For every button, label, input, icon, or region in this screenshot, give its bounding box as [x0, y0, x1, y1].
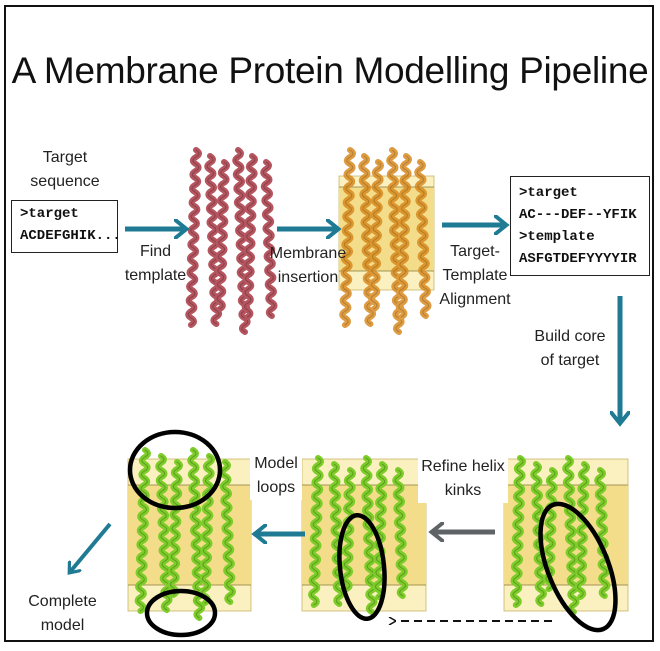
helix-segment: [368, 159, 384, 312]
helix-segment: [414, 159, 432, 319]
helix-segment: [596, 469, 608, 597]
helix-segment: [308, 455, 324, 608]
arrow-complete-model: [70, 522, 112, 572]
label-membrane-insertion: Membrane insertion: [269, 245, 347, 286]
target-header: >target: [20, 206, 79, 222]
target-sequence-box: >target ACDEFGHIK...: [11, 200, 121, 253]
helix-segment: [260, 159, 278, 319]
helix-segment: [394, 469, 406, 597]
helix-segment: [185, 147, 202, 328]
helix-segment: [244, 155, 256, 318]
helix-segment: [574, 461, 590, 600]
kink-highlight-refined: [337, 512, 387, 622]
label-find-template: Find template: [124, 243, 187, 284]
helix-segment: [370, 161, 382, 310]
helix-segment: [392, 467, 409, 599]
loop-highlight-bottom: [144, 588, 218, 638]
complete-model-structure: [134, 447, 236, 621]
kink-highlight-original: [538, 501, 618, 633]
label-build-core: Build core of target: [534, 328, 606, 369]
template-protein-structure: [185, 147, 278, 335]
helix-segment: [310, 457, 322, 606]
helix-segment: [199, 453, 215, 606]
helix-segment: [134, 447, 151, 614]
helix-segment: [341, 149, 354, 326]
label-target-template-alignment: Target- Template Alignment: [439, 243, 511, 308]
helix-segment: [416, 161, 430, 317]
helix-segment: [216, 161, 228, 310]
helix-segment: [398, 155, 410, 318]
helix-segment: [386, 147, 405, 335]
helix-segment: [232, 147, 251, 335]
helix-segment: [167, 459, 183, 598]
helix-segment: [339, 147, 356, 328]
helix-segment: [219, 459, 236, 605]
helix-segment: [512, 457, 524, 606]
helix-segment: [576, 463, 588, 598]
alignment-target-header: >target: [519, 185, 578, 201]
label-target-sequence: Target sequence: [30, 149, 100, 190]
target-residues: ACDEFGHIK...: [20, 228, 121, 244]
helix-segment: [340, 467, 356, 592]
label-refine-helix-kinks: Refine helix kinks: [418, 455, 508, 503]
helix-segment: [187, 447, 206, 621]
alignment-target-seq: AC---DEF--YFIK: [519, 207, 637, 223]
helix-segment: [221, 461, 234, 603]
helix-segment: [594, 467, 611, 599]
helix-segment: [201, 455, 213, 604]
helix-segment: [137, 449, 149, 612]
helix-segment: [169, 461, 181, 596]
helix-segment: [262, 161, 276, 317]
loop-highlight-top: [127, 429, 223, 511]
helix-segment: [395, 153, 412, 320]
helix-segment: [214, 159, 230, 312]
helix-segment: [372, 461, 388, 600]
figure-title: A Membrane Protein Modelling Pipeline: [11, 50, 649, 91]
membrane-inserted-protein-structure: [339, 147, 432, 335]
helix-segment: [343, 469, 354, 590]
helix-segment: [187, 149, 200, 326]
helix-segment: [388, 149, 403, 333]
alignment-box: >target AC---DEF--YFIK >template ASFGTDE…: [510, 176, 650, 276]
helix-segment: [510, 455, 526, 608]
helix-segment: [374, 463, 386, 598]
helix-segment: [189, 449, 203, 619]
helix-segment: [234, 149, 249, 333]
helix-segment: [542, 467, 558, 592]
label-model-loops: Model loops: [250, 452, 302, 500]
alignment-template-header: >template: [519, 229, 595, 245]
alignment-template-seq: ASFGTDEFYYYYIR: [519, 251, 637, 267]
label-complete-model: Complete model: [28, 593, 97, 634]
helix-segment: [241, 153, 258, 320]
helix-segment: [545, 469, 556, 590]
